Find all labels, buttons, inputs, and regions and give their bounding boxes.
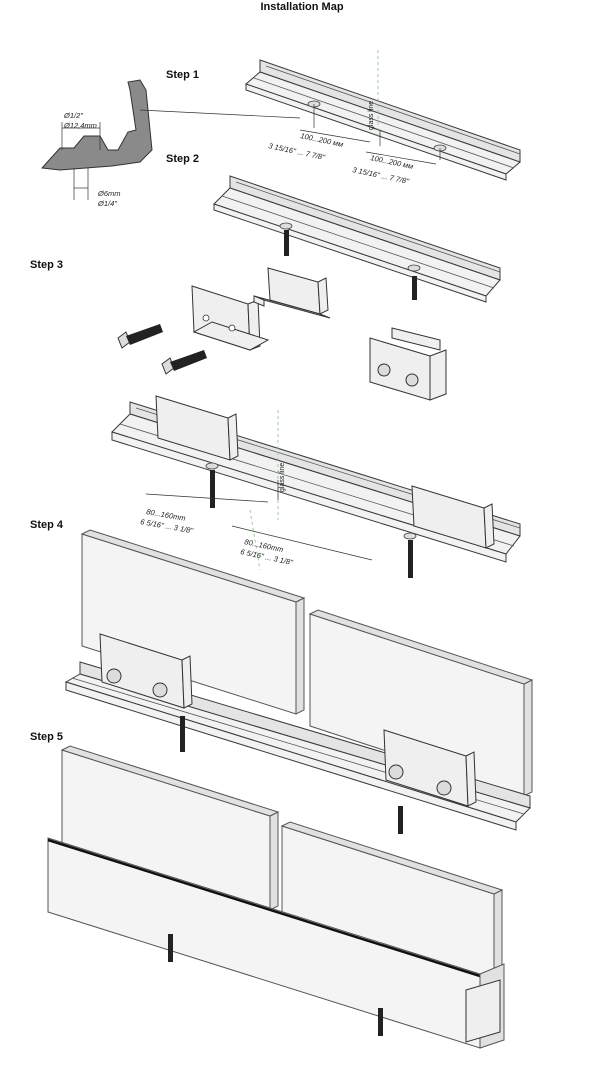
bolt-2 xyxy=(161,350,207,375)
profile-dim-12mm: Ø12,4mm xyxy=(63,121,97,130)
step-1-label: Step 1 xyxy=(166,69,199,81)
profile-dim-half-inch: Ø1/2" xyxy=(63,111,83,120)
step1-dim-b-mm: 100...200 мм xyxy=(370,153,415,171)
profile-cross-section xyxy=(40,79,301,200)
clamp-with-bolts xyxy=(369,327,447,401)
step3-parts xyxy=(117,267,447,401)
profile-dim-6mm: Ø6mm xyxy=(97,189,121,198)
rail-step-3 xyxy=(111,395,521,578)
step1-dim-a-in: 3 15/16" ... 7 7/8" xyxy=(268,141,326,162)
step3-dim-a-in: 6 5/16" ... 3 1/8" xyxy=(140,517,194,535)
step3-glass-line: glass line xyxy=(279,463,286,492)
bolt-1 xyxy=(117,324,163,349)
step-4-label: Step 4 xyxy=(30,519,64,531)
assembly-step-4 xyxy=(64,529,534,834)
rail-step-2 xyxy=(213,175,501,303)
wedge-piece xyxy=(253,267,331,319)
diagram-title: Installation Map xyxy=(260,1,343,13)
step1-glass-line: glass line xyxy=(368,101,375,130)
step-2-label: Step 2 xyxy=(166,153,199,165)
rail-step-1 xyxy=(245,50,521,181)
clamp-piece-left xyxy=(191,285,270,351)
step-3-label: Step 3 xyxy=(30,259,63,271)
profile-dim-quarter-inch: Ø1/4" xyxy=(97,199,117,208)
step-5-label: Step 5 xyxy=(30,731,63,743)
assembly-step-5 xyxy=(47,745,505,1049)
